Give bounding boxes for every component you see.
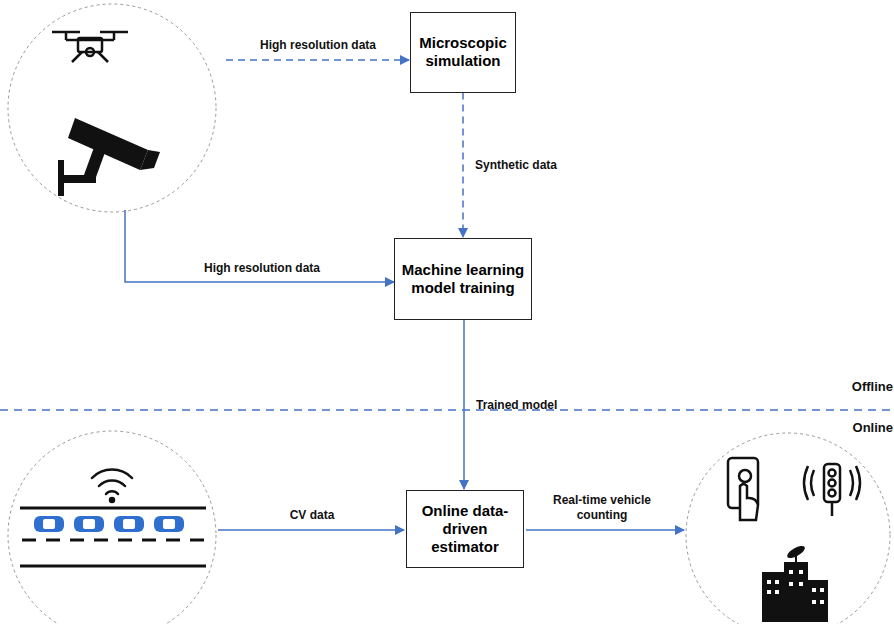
process-box: Online data-driven estimator	[406, 490, 524, 568]
wifi-icon	[92, 470, 132, 502]
sensor-circle	[8, 4, 216, 212]
car-icon	[34, 516, 64, 532]
car-window	[123, 519, 135, 529]
traffic-light-icon	[804, 464, 860, 516]
car-icon	[154, 516, 184, 532]
arrow-label: High resolution data	[223, 38, 413, 53]
drone-icon	[52, 32, 128, 62]
process-box: Microscopic simulation	[410, 12, 516, 93]
camera-icon	[58, 118, 160, 196]
building-icon	[762, 544, 828, 622]
flow-arrow	[463, 320, 465, 489]
car-window	[83, 519, 95, 529]
car-icon	[74, 516, 104, 532]
road-icon	[20, 508, 206, 566]
data-arrow	[226, 59, 409, 61]
process-box: Machine learning model training	[394, 238, 532, 320]
data-arrow	[218, 529, 404, 531]
flow-arrow	[462, 93, 464, 238]
arrow-label: High resolution data	[167, 261, 357, 276]
edge-label: Trained model	[476, 398, 557, 412]
box-text: Machine learning model training	[401, 261, 525, 297]
edge-label: Synthetic data	[475, 158, 557, 172]
arrow-label: CV data	[262, 508, 362, 523]
box-text: Online data-driven estimator	[413, 502, 517, 556]
box-text: Microscopic simulation	[417, 34, 509, 70]
users-circle	[686, 433, 890, 624]
car-window	[43, 519, 55, 529]
arrow-label: Real-time vehicle counting	[547, 493, 657, 523]
car-window	[163, 519, 175, 529]
phase-label: Online	[803, 420, 893, 436]
data-arrow	[526, 529, 684, 531]
phone-icon	[728, 458, 758, 520]
cv-circle	[8, 431, 216, 624]
phase-label: Offline	[803, 379, 893, 395]
divider-line	[0, 409, 894, 411]
data-arrow	[125, 210, 394, 282]
car-icon	[114, 516, 144, 532]
